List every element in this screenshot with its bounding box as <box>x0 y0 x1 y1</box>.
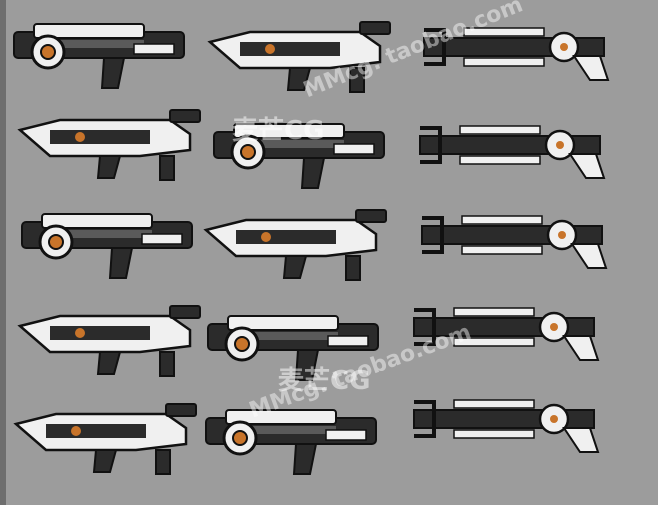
weapon-7 <box>20 208 212 288</box>
weapon-12-art <box>412 306 600 362</box>
weapon-6-art <box>418 124 606 180</box>
weapon-2 <box>208 20 400 97</box>
weapon-8-art <box>204 208 388 282</box>
weapon-3 <box>422 20 614 95</box>
weapon-11 <box>206 310 398 390</box>
weapon-1 <box>12 18 194 93</box>
weapon-5-art <box>212 122 386 190</box>
weapon-6 <box>418 118 610 198</box>
weapon-12 <box>412 300 614 385</box>
weapon-4-art <box>18 108 202 182</box>
weapon-15-art <box>412 398 600 454</box>
weapon-15 <box>412 392 614 482</box>
weapon-9-art <box>420 214 608 270</box>
weapon-8 <box>204 208 406 295</box>
weapon-9 <box>420 208 612 288</box>
weapon-14-art <box>204 408 378 476</box>
weapon-13 <box>14 402 206 489</box>
weapon-4 <box>18 108 210 190</box>
weapon-10-art <box>18 304 202 378</box>
weapon-2-art <box>208 20 392 94</box>
weapon-11-art <box>206 314 380 382</box>
weapon-5 <box>212 118 404 198</box>
weapon-14 <box>204 404 406 494</box>
weapon-3-art <box>422 26 610 82</box>
weapon-10 <box>18 304 210 386</box>
left-edge-bar <box>0 0 6 505</box>
weapon-7-art <box>20 212 194 280</box>
weapon-1-art <box>12 22 186 90</box>
weapon-13-art <box>14 402 198 476</box>
